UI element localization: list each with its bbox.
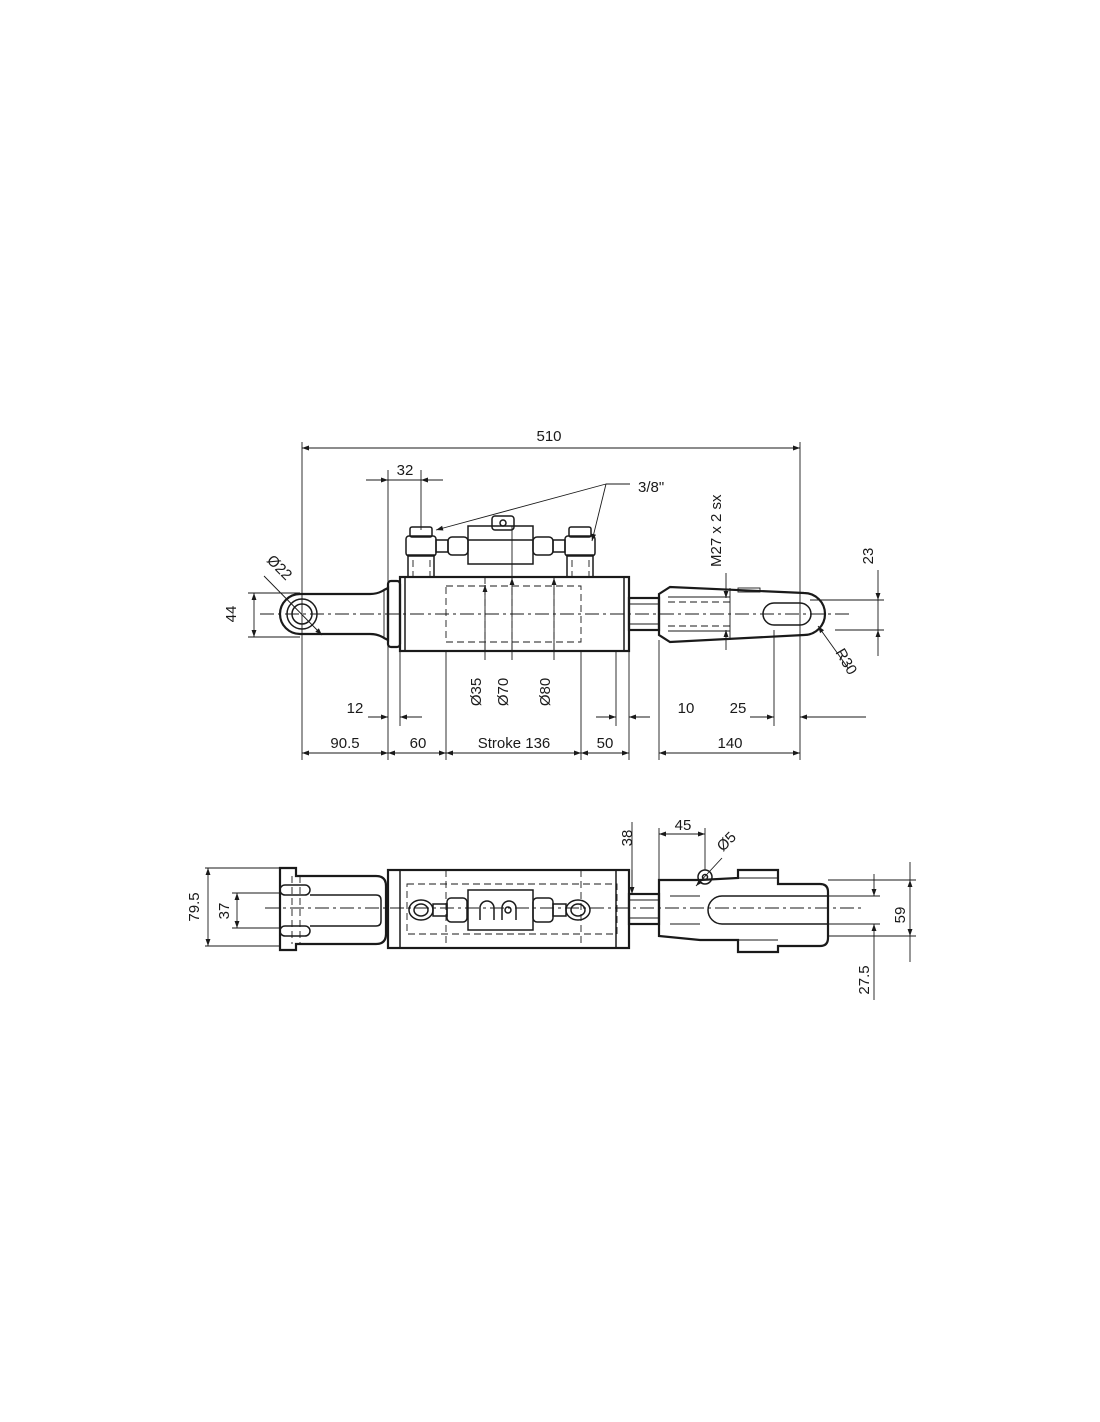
- bore-dia-label: Ø70: [495, 678, 512, 706]
- port-thread-leader: 3/8": [435, 479, 664, 542]
- rod-dia-label: Ø35: [468, 678, 485, 706]
- dim-tip-radius: R30: [817, 625, 860, 678]
- dim-45: 45: [658, 817, 706, 880]
- dim-25-label: 25: [730, 700, 747, 717]
- pin-dia-label: Ø5: [714, 829, 740, 855]
- dim-32-label: 32: [397, 462, 414, 479]
- tube-dia-label: Ø80: [537, 678, 554, 706]
- dim-79-5-label: 79.5: [186, 892, 203, 921]
- dim-59-label: 59: [892, 907, 909, 924]
- extension-lines: [248, 442, 884, 760]
- dim-overall-length: 510: [302, 428, 800, 451]
- dim-38-label: 38: [619, 830, 636, 847]
- port-fittings: [405, 515, 596, 578]
- rod-eye: [278, 586, 390, 642]
- dim-fork-width: 59: [892, 862, 913, 962]
- dim-38: 38: [619, 822, 636, 894]
- side-view: 510 32 3/8" M27 x 2 sx 23 Ø22: [223, 428, 884, 760]
- fork-right: [657, 868, 916, 954]
- dim-27-5-label: 27.5: [856, 965, 873, 994]
- rod-top: [627, 892, 661, 926]
- dim-50-label: 50: [597, 735, 614, 752]
- dim-row-lower: 90.5 60 Stroke 136 50 140: [302, 735, 800, 756]
- clevis-left: [205, 866, 388, 952]
- dim-60-label: 60: [410, 735, 427, 752]
- dim-45-label: 45: [675, 817, 692, 834]
- dim-90-5-label: 90.5: [330, 735, 359, 752]
- dim-37-label: 37: [216, 903, 233, 920]
- rod-end-clevis: [657, 585, 827, 644]
- dim-diameters: Ø35 Ø70 Ø80: [468, 578, 557, 706]
- pin-hole-dia-label: Ø22: [263, 552, 295, 584]
- rod-thread-label: M27 x 2 sx: [708, 494, 725, 567]
- dim-510-label: 510: [536, 428, 561, 445]
- port-thread-label: 3/8": [638, 479, 664, 496]
- dim-10-label: 10: [678, 700, 695, 717]
- rod-thread-callout: M27 x 2 sx: [708, 494, 729, 650]
- top-view: 79.5 37 38 45 Ø5 59: [186, 817, 916, 1000]
- dim-tip-offset: 23: [860, 548, 881, 656]
- dim-140-label: 140: [717, 735, 742, 752]
- dim-clevis-outer: 79.5: [186, 868, 211, 946]
- dim-port-spacing: 32: [366, 462, 443, 483]
- stroke-label: Stroke 136: [478, 735, 551, 752]
- dim-clevis-inner: 37: [216, 893, 240, 928]
- dim-fork-slot: 27.5: [856, 874, 877, 1000]
- dim-23-label: 23: [860, 548, 877, 565]
- dim-12-label: 12: [347, 700, 364, 717]
- dim-44-label: 44: [223, 606, 240, 623]
- barrel-top: [386, 868, 631, 950]
- dim-row-upper: 12 10 25: [347, 700, 866, 720]
- dim-eye-height: 44: [223, 593, 257, 637]
